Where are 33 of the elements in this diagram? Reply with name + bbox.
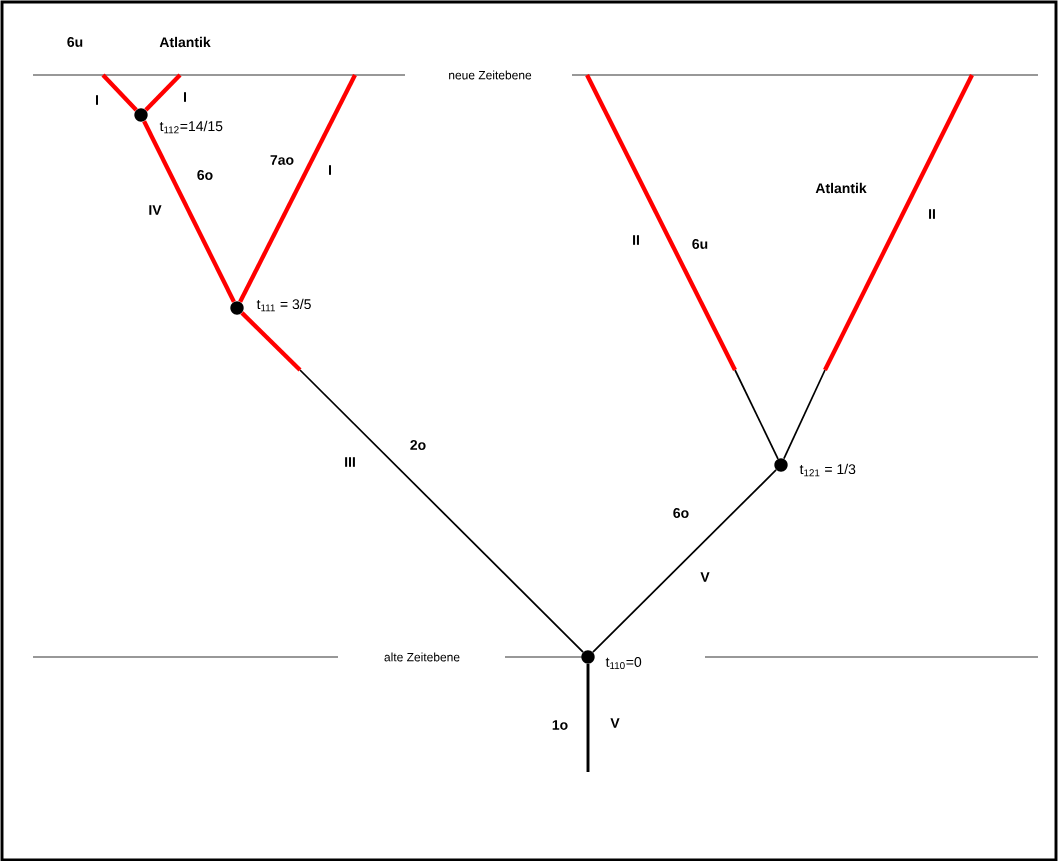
label-text: III [342,455,358,469]
edge-label: 6o [195,168,215,182]
time-plane-label: alte Zeitebene [382,651,462,663]
time-plane-label: neue Zeitebene [446,69,534,81]
label-text: V [609,716,621,730]
branch-line [783,74,974,460]
time-label: t$_{121}$ = 1/3 [799,463,856,477]
branch-line [585,74,779,460]
time-label: t$_{111}$ = 3/5 [256,298,311,312]
edge-label: I [93,93,101,107]
edge-label: 1o [550,718,570,732]
edge-label: 2o [408,438,428,452]
edge-label: 7ao [268,153,296,167]
time-label: t$_{112}$=14/15 [159,120,223,134]
label-text: V [699,570,711,584]
branch-line [238,74,357,303]
label-text: 6u [65,35,85,49]
edge-label: 6o [671,506,691,520]
branch-line [592,469,777,653]
branch-line [101,73,138,112]
edge-label: I [181,90,189,104]
time-label: t$_{110}$=0 [605,657,642,670]
branch-line [240,311,584,653]
edge-label: 6u [690,237,710,251]
branch-line [586,663,590,772]
label-text: II [630,233,642,247]
branch-line [142,120,236,303]
branch-line [144,73,182,112]
label-text: I [326,163,334,177]
edge-label: II [926,207,938,221]
label-text: Atlantik [814,181,868,195]
label-text: Atlantik [158,35,212,49]
label-text: IV [147,203,163,217]
